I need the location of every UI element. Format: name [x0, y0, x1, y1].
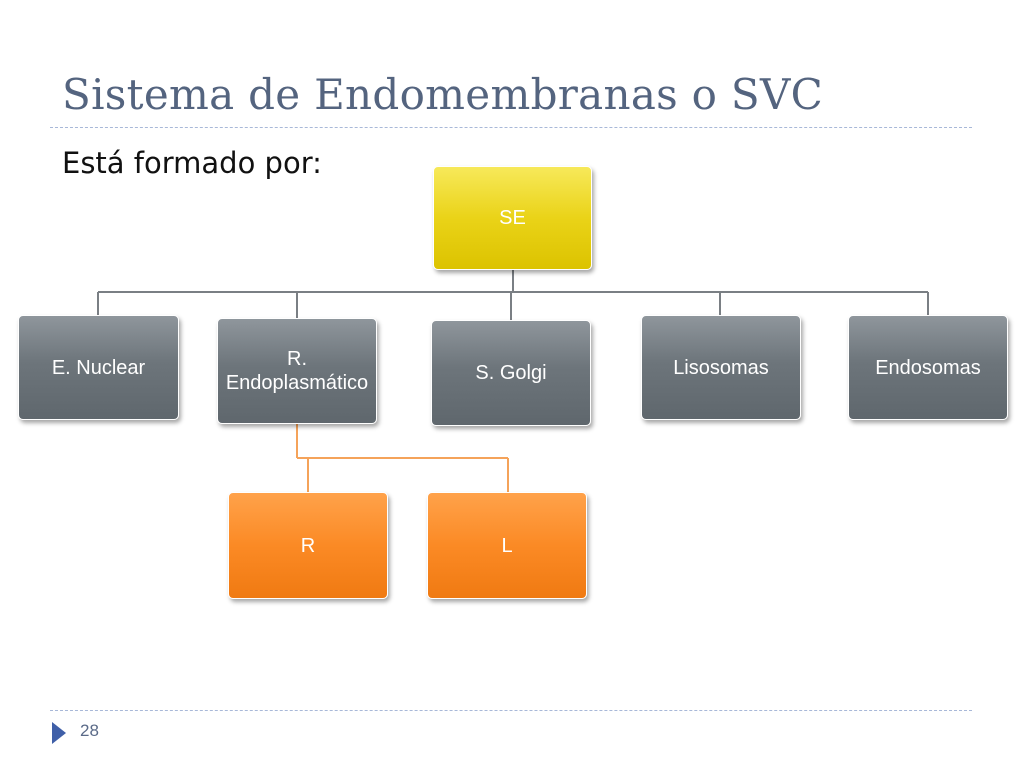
node-l: L — [427, 492, 587, 599]
node-nuclear: E. Nuclear — [18, 315, 179, 420]
node-r: R — [228, 492, 388, 599]
slide-subtitle: Está formado por: — [62, 146, 322, 180]
node-endosomas: Endosomas — [848, 315, 1008, 420]
page-number: 28 — [80, 721, 99, 740]
node-se: SE — [433, 166, 592, 270]
node-reticulo: R. Endoplasmático — [217, 318, 377, 424]
node-lisosomas: Lisosomas — [641, 315, 801, 420]
triangle-right-icon — [52, 722, 66, 744]
title-divider — [50, 127, 972, 128]
slide-title: Sistema de Endomembranas o SVC — [62, 70, 824, 119]
footer-divider — [50, 710, 972, 711]
node-golgi: S. Golgi — [431, 320, 591, 426]
